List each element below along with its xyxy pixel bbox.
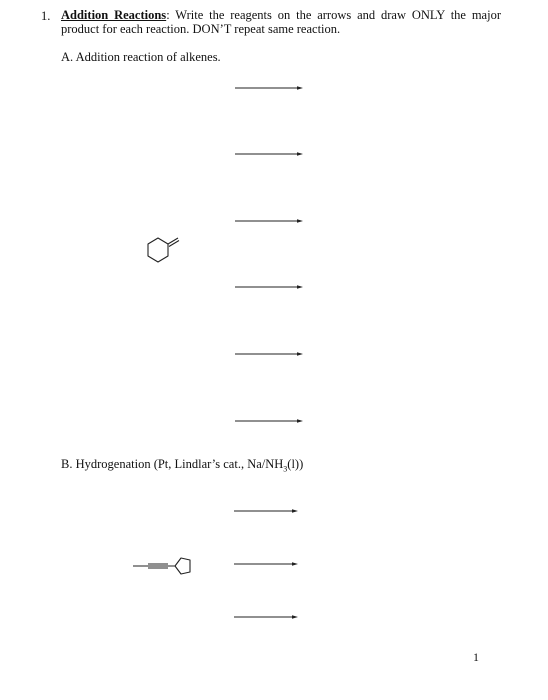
page-number: 1 <box>473 650 479 664</box>
question-number: 1. <box>41 9 51 23</box>
methylenecyclohexane-structure <box>147 237 180 263</box>
section-b-heading: B. Hydrogenation (Pt, Lindlar’s cat., Na… <box>61 457 304 474</box>
reaction-arrow-a1 <box>235 86 303 90</box>
reaction-arrow-a5 <box>235 352 303 356</box>
cyclopentyl-alkyne-structure <box>133 557 191 575</box>
question-text: Addition Reactions: Write the reagents o… <box>61 8 501 36</box>
reaction-arrow-a3 <box>235 219 303 223</box>
reaction-arrow-a4 <box>235 285 303 289</box>
reaction-arrow-a2 <box>235 152 303 156</box>
section-a-heading: A. Addition reaction of alkenes. <box>61 50 221 64</box>
question-title: Addition Reactions <box>61 8 167 22</box>
reaction-arrow-b3 <box>234 615 298 619</box>
question-instructions: : Write the reagents on the arrows and d… <box>61 8 501 36</box>
reaction-arrow-b2 <box>234 562 298 566</box>
reaction-arrow-a6 <box>235 419 303 423</box>
reaction-arrow-b1 <box>234 509 298 513</box>
